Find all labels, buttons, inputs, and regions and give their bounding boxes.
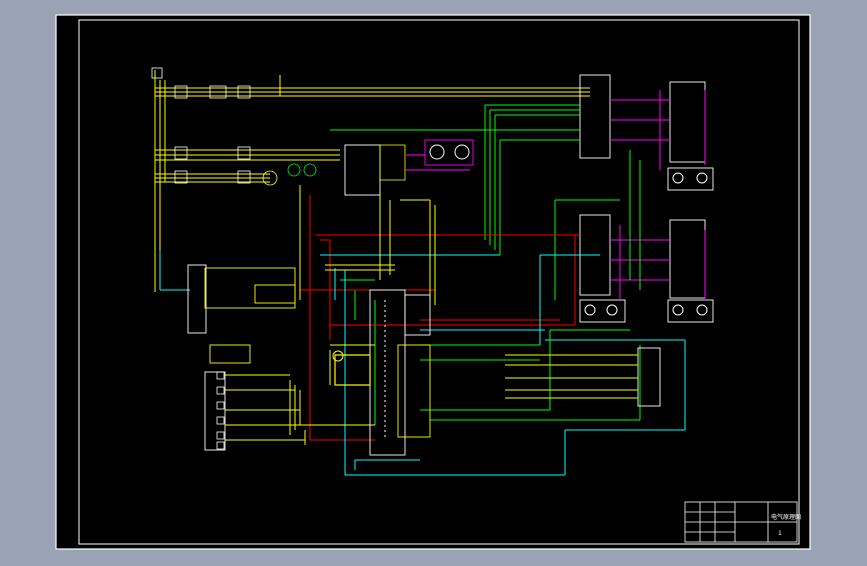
breakers <box>151 67 317 186</box>
title-block <box>684 501 798 543</box>
drawing-sheet <box>55 14 811 550</box>
plc-block <box>332 289 431 456</box>
terminal-strip <box>505 347 661 407</box>
cyan-wires <box>159 250 686 476</box>
sheet-number: 1 <box>778 530 782 537</box>
io-block-left <box>187 264 296 451</box>
red-wires <box>300 195 580 441</box>
green-wires <box>330 104 641 425</box>
io-terminals <box>216 371 225 450</box>
inner-border <box>78 19 800 545</box>
power-bus <box>154 70 590 292</box>
yellow-control-wires <box>225 185 436 445</box>
drawing-title: 电气原理图 <box>771 513 801 521</box>
controller-top <box>344 139 474 196</box>
